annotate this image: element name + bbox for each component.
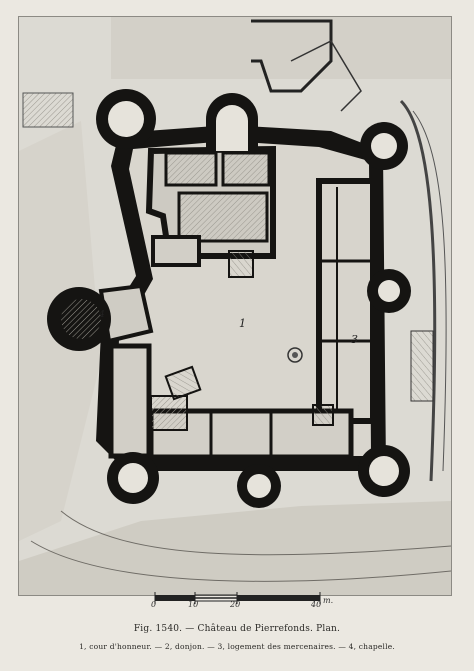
scale-tick-40: 40: [311, 600, 322, 609]
buildings: [98, 145, 376, 460]
east-stair: [312, 404, 334, 426]
plan-frame: 1 3 4: [18, 16, 452, 596]
scale-unit: m.: [323, 596, 334, 605]
moat-bottom: [19, 501, 451, 595]
figure-caption: Fig. 1540. — Château de Pierrefonds. Pla…: [133, 624, 341, 634]
south-west-stair: [150, 395, 188, 431]
west-range: [108, 343, 152, 459]
top-outworks: [251, 19, 333, 93]
right-ramp-2: [412, 110, 447, 472]
north-west-block: [151, 235, 201, 267]
right-ramp: [399, 99, 437, 482]
tower-nw-inner: [108, 101, 144, 137]
tower-se-inner: [369, 456, 399, 486]
courtyard-stair: [164, 365, 202, 401]
moat-curve: [60, 510, 452, 556]
tower-w-chapel-inner: [61, 299, 101, 339]
scale-tick-0: 0: [151, 600, 157, 609]
upper-terrace: [111, 17, 451, 79]
top-outworks-2: [290, 40, 362, 112]
keep-stair: [228, 250, 254, 278]
keep-room: [164, 151, 218, 187]
courtyard-well-inner: [292, 352, 298, 358]
tower-s-inner: [247, 474, 271, 498]
plan-label-chapel: 4: [98, 310, 105, 320]
towers: [47, 89, 411, 508]
keep-room-2: [221, 151, 271, 187]
moat-curve-2: [30, 540, 452, 582]
plan-label-courtyard: 1: [239, 317, 246, 330]
plan-label-lodging: 3: [351, 333, 358, 346]
tower-sw-inner: [118, 463, 148, 493]
tower-ne-inner: [371, 133, 397, 159]
scale-tick-10: 10: [188, 600, 199, 609]
scale-tick-20: 20: [230, 600, 241, 609]
right-stair-block: [410, 330, 434, 402]
tower-n-keep-inner: [216, 105, 248, 151]
scale-bar-graphic: [154, 592, 321, 604]
courtyard-well: [287, 347, 303, 363]
castle-plan: 1 3 4: [19, 17, 452, 595]
mercenaries-lodging: [316, 178, 376, 424]
keep-hall: [177, 191, 269, 243]
figure-legend: 1, cour d'honneur. — 2, donjon. — 3, log…: [79, 642, 395, 651]
left-stairs: [22, 92, 74, 128]
tower-e-inner: [378, 280, 400, 302]
